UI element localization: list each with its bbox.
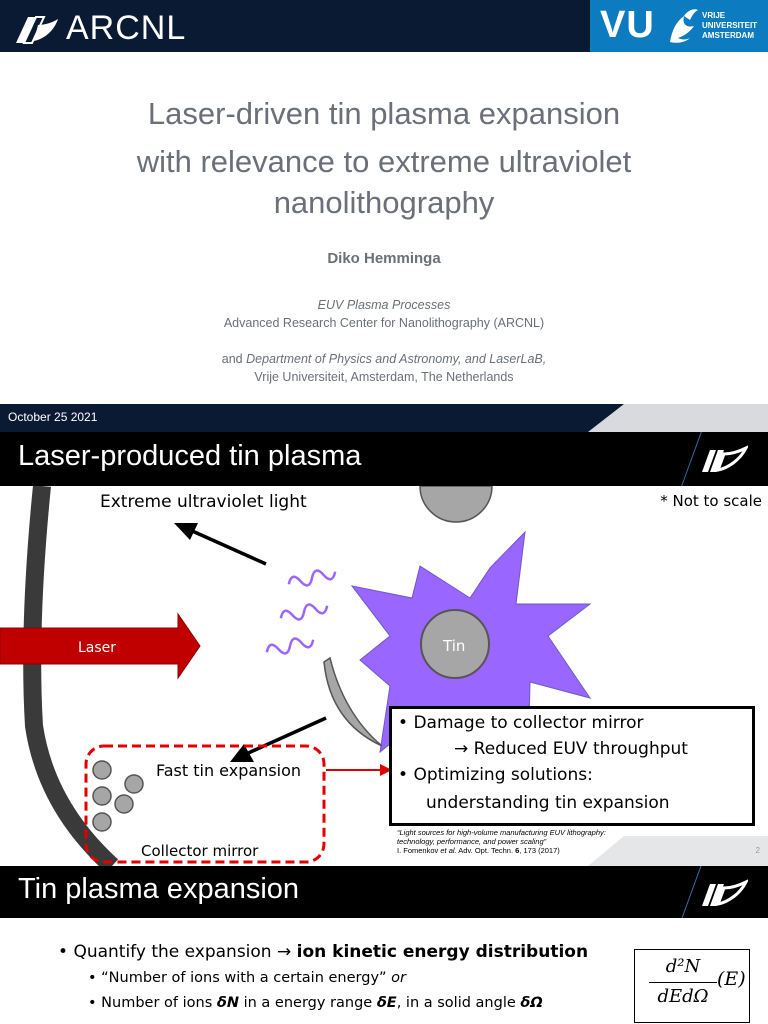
- author-name: Diko Hemminga: [327, 250, 441, 267]
- footer-wedge: [588, 836, 768, 866]
- tin-droplet: [420, 609, 490, 679]
- arcnl-mini-logo-icon: [702, 879, 748, 907]
- debris-particle: [92, 786, 112, 806]
- footer-wedge: [588, 404, 768, 432]
- slide-title: ARCNL VU VRIJE UNIVERSITEIT AMSTERDAM La…: [0, 0, 768, 432]
- formula-numerator: d²N: [665, 956, 701, 977]
- fast-tin-label: Fast tin expansion: [156, 761, 302, 780]
- vu-name-line: UNIVERSITEIT: [702, 21, 758, 30]
- collector-mirror-arc: [23, 486, 119, 866]
- bullet-number-of-ions: • “Number of ions with a certain energy”…: [88, 970, 406, 986]
- euv-arrow: [189, 528, 267, 566]
- arcnl-logo-text: ARCNL: [66, 9, 187, 47]
- institute-name: Advanced Research Center for Nanolithogr…: [223, 316, 545, 330]
- formula-argument: (E): [717, 968, 746, 990]
- title-line: with relevance to extreme ultraviolet: [136, 144, 632, 179]
- info-bullet-1: • Damage to collector mirror: [398, 713, 644, 733]
- distribution-formula: d²N dEdΩ (E): [634, 949, 750, 1023]
- expansion-highlight-box: [84, 744, 326, 864]
- info-bullet-2: • Optimizing solutions:: [398, 765, 593, 785]
- debris-particle: [92, 760, 112, 780]
- laser-label: Laser: [78, 640, 117, 656]
- collector-label: Collector mirror: [141, 842, 259, 860]
- page-number: 2: [755, 846, 760, 855]
- vu-name-line: VRIJE: [702, 11, 726, 20]
- formula-denominator: dEdΩ: [657, 986, 709, 1007]
- fast-tin-arrow-head: [230, 744, 254, 762]
- header-divider: [681, 866, 702, 918]
- department-name: Department of Physics and Astronomy, and…: [246, 352, 547, 366]
- slide-laser-produced-plasma: Laser-produced tin plasma: [0, 432, 768, 866]
- euv-wave: [265, 637, 315, 655]
- debris-particle: [124, 774, 144, 794]
- collector-fragment: [323, 656, 383, 747]
- droplet-circle: [419, 486, 493, 523]
- vu-logo-text: VU: [600, 4, 655, 46]
- arcnl-wing-icon: [16, 15, 58, 44]
- bullet-quantify: • Quantify the expansion → ion kinetic e…: [58, 942, 589, 962]
- slide-tin-plasma-expansion: Tin plasma expansion • Quantify the expa…: [0, 866, 768, 1024]
- vu-logo: VU VRIJE UNIVERSITEIT AMSTERDAM: [590, 0, 768, 52]
- debris-particle: [92, 812, 112, 832]
- euv-wave: [287, 569, 337, 587]
- arcnl-logo: ARCNL: [14, 9, 186, 48]
- citation: “Light sources for high-volume manufactu…: [397, 828, 606, 855]
- formula-fraction-bar: [649, 982, 717, 983]
- footer-bar: October 25 2021: [0, 404, 768, 432]
- vu-name: VRIJE UNIVERSITEIT AMSTERDAM: [702, 11, 757, 41]
- slide-title: Tin plasma expansion: [18, 873, 300, 905]
- university-name: Vrije Universiteit, Amsterdam, The Nethe…: [254, 370, 514, 384]
- info-subline-2: understanding tin expansion: [426, 793, 670, 813]
- bullet-ion-range: • Number of ions δN in a energy range δE…: [88, 995, 543, 1011]
- presentation-title: Laser-driven tin plasma expansion with r…: [0, 90, 768, 220]
- euv-label: Extreme ultraviolet light: [100, 492, 307, 512]
- tin-label: Tin: [443, 637, 466, 655]
- info-subline-1: → Reduced EUV throughput: [454, 739, 688, 759]
- fast-tin-arrow: [245, 716, 327, 756]
- arcnl-mini-logo-icon: [702, 445, 748, 473]
- title-line: nanolithography: [273, 185, 495, 220]
- info-box: • Damage to collector mirror → Reduced E…: [389, 706, 755, 826]
- group-name: EUV Plasma Processes: [317, 298, 451, 312]
- debris-particle: [114, 794, 134, 814]
- slide-title: Laser-produced tin plasma: [18, 440, 362, 472]
- presentation-date: October 25 2021: [8, 410, 98, 424]
- slide-header: Tin plasma expansion: [0, 866, 768, 918]
- link-arrow-head: [380, 764, 392, 776]
- vu-name-line: AMSTERDAM: [702, 31, 754, 40]
- euv-wave: [279, 603, 329, 621]
- laser-arrow: [0, 612, 201, 680]
- slide-header: Laser-produced tin plasma: [0, 432, 768, 486]
- griffin-icon: [670, 9, 698, 43]
- title-line: Laser-driven tin plasma expansion: [147, 96, 621, 131]
- scale-note: * Not to scale: [660, 492, 762, 510]
- header-bar: ARCNL VU VRIJE UNIVERSITEIT AMSTERDAM: [0, 0, 768, 52]
- affiliations: EUV Plasma Processes Advanced Research C…: [0, 296, 768, 386]
- header-divider: [681, 432, 702, 486]
- and-prefix: and: [221, 352, 247, 366]
- euv-arrow-head: [174, 523, 198, 540]
